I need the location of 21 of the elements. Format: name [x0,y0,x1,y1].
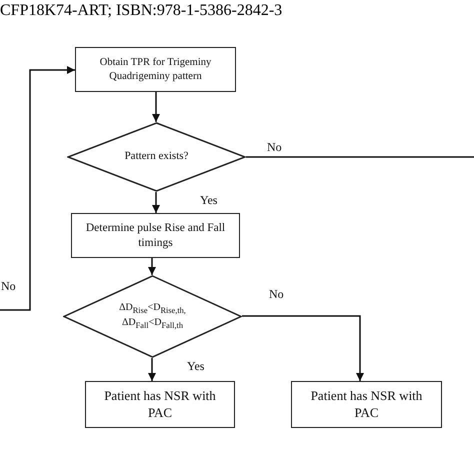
decision-diamond [67,122,246,192]
node-text: Patient has NSR with PAC [103,388,217,421]
header-text: CFP18K74-ART; ISBN:978-1-5386-2842-3 [0,2,282,20]
process-box [291,381,442,428]
arrow [152,192,160,213]
connector-line [246,156,474,158]
node-text: ΔD$_{Fall}$<D$_{Fall,th}$ [122,316,184,331]
process-box [75,47,236,92]
arrow [242,315,364,381]
node-text: Patient has NSR with PAC [310,388,424,421]
arrow [152,92,160,122]
arrow [148,258,156,275]
node-text: Determine pulse Rise and Fall timings [84,221,226,250]
node-text: Obtain TPR for Trigeminy Quadrigeminy pattern [98,56,212,83]
decision-diamond [63,275,242,358]
node-text: ΔD$_{Rise}$<D$_{Rise,th,}$ [119,302,186,316]
arrow [148,358,156,381]
process-box [85,381,235,428]
arrow [0,66,75,311]
node-text: Pattern exists? [124,150,188,164]
process-box [71,213,240,258]
